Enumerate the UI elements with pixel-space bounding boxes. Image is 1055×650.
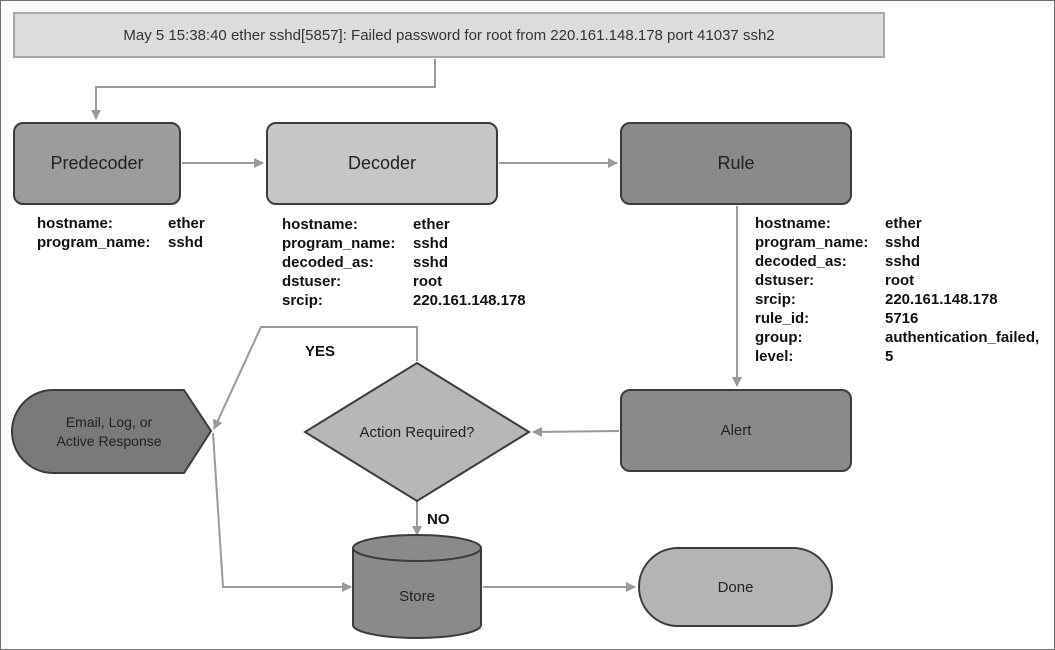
store-text-box: Store bbox=[353, 561, 481, 631]
arrow-log-to-predecoder bbox=[91, 59, 436, 120]
yes-branch-label: YES bbox=[305, 343, 336, 360]
predecoder-box: Predecoder bbox=[13, 122, 181, 205]
field-value: 220.161.148.178 bbox=[885, 291, 998, 308]
field-row: dstuser: root bbox=[755, 271, 1039, 290]
decoder-box: Decoder bbox=[266, 122, 498, 205]
field-key: program_name: bbox=[37, 234, 151, 251]
field-value: 220.161.148.178 bbox=[413, 292, 526, 309]
arrow-yes-to-response bbox=[213, 326, 418, 430]
field-key: program_name: bbox=[282, 235, 396, 252]
field-value: sshd bbox=[413, 254, 449, 271]
field-key: level: bbox=[755, 348, 794, 365]
done-terminal: Done bbox=[638, 547, 833, 627]
field-value: ether bbox=[168, 215, 205, 232]
no-branch-label: NO bbox=[427, 511, 450, 528]
arrow-response-to-store bbox=[212, 432, 352, 592]
field-key: rule_id: bbox=[755, 310, 810, 327]
rule-box: Rule bbox=[620, 122, 852, 205]
response-shape bbox=[11, 389, 213, 474]
action-required-label: Action Required? bbox=[359, 423, 475, 441]
rule-label: Rule bbox=[717, 153, 755, 173]
field-value: authentication_failed, bbox=[885, 329, 1040, 346]
field-value: sshd bbox=[413, 235, 449, 252]
field-row: dstuser: root bbox=[282, 272, 526, 291]
field-key: dstuser: bbox=[755, 272, 815, 289]
field-key: decoded_as: bbox=[282, 254, 374, 271]
field-value: root bbox=[885, 272, 915, 289]
field-key: srcip: bbox=[755, 291, 796, 308]
decoder-label: Decoder bbox=[347, 153, 417, 173]
log-line-text: May 5 15:38:40 ether sshd[5857]: Failed … bbox=[123, 26, 775, 44]
field-row: level: 5 bbox=[755, 347, 1039, 366]
store-label: Store bbox=[399, 587, 435, 605]
alert-label: Alert bbox=[720, 422, 752, 439]
field-value: ether bbox=[885, 215, 922, 232]
field-row: hostname: ether bbox=[755, 214, 1039, 233]
field-key: hostname: bbox=[282, 216, 358, 233]
response-label-line1: Email, Log, or bbox=[65, 413, 153, 430]
field-row: program_name: sshd bbox=[282, 234, 526, 253]
field-value: sshd bbox=[885, 234, 921, 251]
field-row: decoded_as: sshd bbox=[755, 252, 1039, 271]
field-row: srcip: 220.161.148.178 bbox=[755, 290, 1039, 309]
rule-fields: hostname:ether program_name:sshd decoded… bbox=[755, 214, 1039, 366]
field-value: root bbox=[413, 273, 443, 290]
predecoder-label: Predecoder bbox=[50, 153, 144, 173]
field-row: program_name: sshd bbox=[755, 233, 1039, 252]
field-value: ether bbox=[413, 216, 450, 233]
decoder-fields: hostname:ether program_name:sshd decoded… bbox=[282, 215, 526, 310]
field-row: rule_id: 5716 bbox=[755, 309, 1039, 328]
field-row: group: authentication_failed, bbox=[755, 328, 1039, 347]
log-line-box: May 5 15:38:40 ether sshd[5857]: Failed … bbox=[13, 12, 885, 58]
field-row: srcip: 220.161.148.178 bbox=[282, 291, 526, 310]
field-key: decoded_as: bbox=[755, 253, 847, 270]
field-row: hostname: ether bbox=[37, 214, 205, 233]
field-value: 5 bbox=[885, 348, 894, 365]
field-value: sshd bbox=[885, 253, 921, 270]
field-key: group: bbox=[755, 329, 803, 346]
done-label: Done bbox=[717, 578, 754, 596]
field-key: program_name: bbox=[755, 234, 869, 251]
field-row: hostname: ether bbox=[282, 215, 526, 234]
decision-diamond bbox=[303, 361, 531, 503]
predecoder-fields: hostname: ether program_name: sshd bbox=[37, 214, 205, 252]
alert-box: Alert bbox=[620, 389, 852, 472]
field-key: dstuser: bbox=[282, 273, 342, 290]
field-key: hostname: bbox=[755, 215, 831, 232]
field-value: sshd bbox=[168, 234, 204, 251]
field-key: hostname: bbox=[37, 215, 113, 232]
field-row: decoded_as: sshd bbox=[282, 253, 526, 272]
arrow-alert-to-action bbox=[532, 426, 620, 437]
field-value: 5716 bbox=[885, 310, 919, 327]
field-key: srcip: bbox=[282, 292, 323, 309]
response-label-line2: Active Response bbox=[56, 432, 162, 449]
store-cylinder bbox=[352, 534, 482, 639]
action-required-text-box: Action Required? bbox=[305, 363, 529, 501]
response-text-box: Email, Log, or Active Response bbox=[15, 390, 203, 473]
field-row: program_name: sshd bbox=[37, 233, 205, 252]
